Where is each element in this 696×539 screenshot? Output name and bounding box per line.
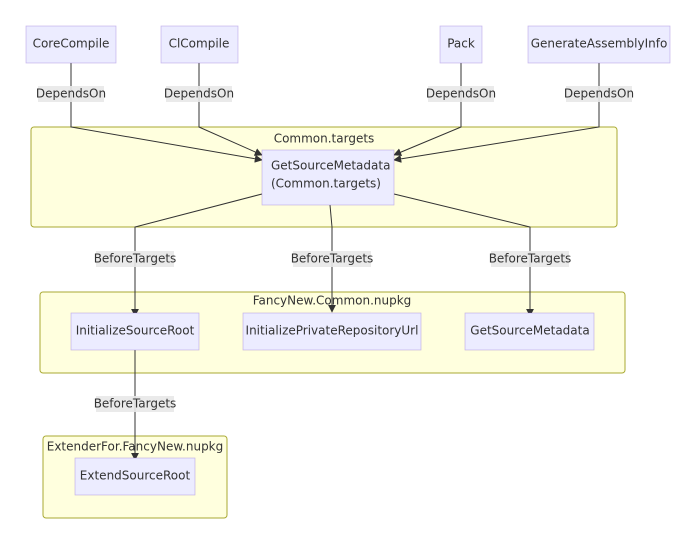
svg-text:GetSourceMetadata: GetSourceMetadata [470, 324, 589, 338]
node-getsourcemetadata-common[interactable]: GetSourceMetadata (Common.targets) [261, 149, 395, 206]
edge-corecompile-to-getsourcemetadata [70, 63, 263, 163]
svg-text:DependsOn: DependsOn [36, 87, 106, 101]
svg-text:ClCompile: ClCompile [169, 37, 230, 51]
edge-label-getsourcemetadata: BeforeTargets [489, 251, 572, 267]
svg-text:ExtendSourceRoot: ExtendSourceRoot [80, 469, 191, 483]
svg-text:InitializeSourceRoot: InitializeSourceRoot [76, 324, 195, 338]
svg-text:BeforeTargets: BeforeTargets [489, 252, 572, 266]
node-getsourcemetadata-common-line2: (Common.targets) [271, 177, 381, 191]
node-clcompile[interactable]: ClCompile [160, 25, 239, 64]
node-generateassemblyinfo[interactable]: GenerateAssemblyInfo [527, 25, 671, 64]
edge-label-initializeprivaterepositoryurl: BeforeTargets [291, 251, 374, 267]
svg-text:CoreCompile: CoreCompile [33, 37, 110, 51]
svg-text:BeforeTargets: BeforeTargets [94, 252, 177, 266]
edge-label-initializesourceroot: BeforeTargets [94, 251, 177, 267]
svg-text:InitializePrivateRepositoryUrl: InitializePrivateRepositoryUrl [246, 324, 419, 338]
svg-text:BeforeTargets: BeforeTargets [291, 252, 374, 266]
svg-text:DependsOn: DependsOn [564, 87, 634, 101]
node-pack[interactable]: Pack [439, 25, 483, 64]
edge-label-clcompile: DependsOn [164, 86, 234, 102]
node-initializesourceroot[interactable]: InitializeSourceRoot [70, 312, 200, 351]
cluster-common-targets-title: Common.targets [274, 132, 375, 146]
edge-label-pack: DependsOn [426, 86, 496, 102]
node-getsourcemetadata-common-line1: GetSourceMetadata [271, 159, 390, 173]
svg-text:GenerateAssemblyInfo: GenerateAssemblyInfo [531, 37, 668, 51]
edge-getsource-to-getsourcemetadata [393, 193, 534, 317]
svg-text:DependsOn: DependsOn [164, 87, 234, 101]
svg-text:Pack: Pack [447, 37, 475, 51]
edge-label-corecompile: DependsOn [36, 86, 106, 102]
node-initializeprivaterepositoryurl[interactable]: InitializePrivateRepositoryUrl [242, 312, 422, 351]
edge-getsource-to-initializesourceroot [131, 193, 263, 317]
svg-text:BeforeTargets: BeforeTargets [94, 397, 177, 411]
edge-generateassemblyinfo-to-getsourcemetadata [393, 63, 600, 163]
edge-label-extendsourceroot: BeforeTargets [94, 396, 177, 412]
edge-pack-to-getsourcemetadata [393, 63, 462, 156]
node-extendsourceroot[interactable]: ExtendSourceRoot [74, 457, 196, 496]
node-getsourcemetadata[interactable]: GetSourceMetadata [464, 312, 595, 351]
edge-getsource-to-initializeprivaterepositoryurl [328, 204, 336, 313]
node-corecompile[interactable]: CoreCompile [25, 25, 117, 64]
edge-label-generateassemblyinfo: DependsOn [564, 86, 634, 102]
edge-clcompile-to-getsourcemetadata [198, 63, 263, 156]
svg-text:DependsOn: DependsOn [426, 87, 496, 101]
